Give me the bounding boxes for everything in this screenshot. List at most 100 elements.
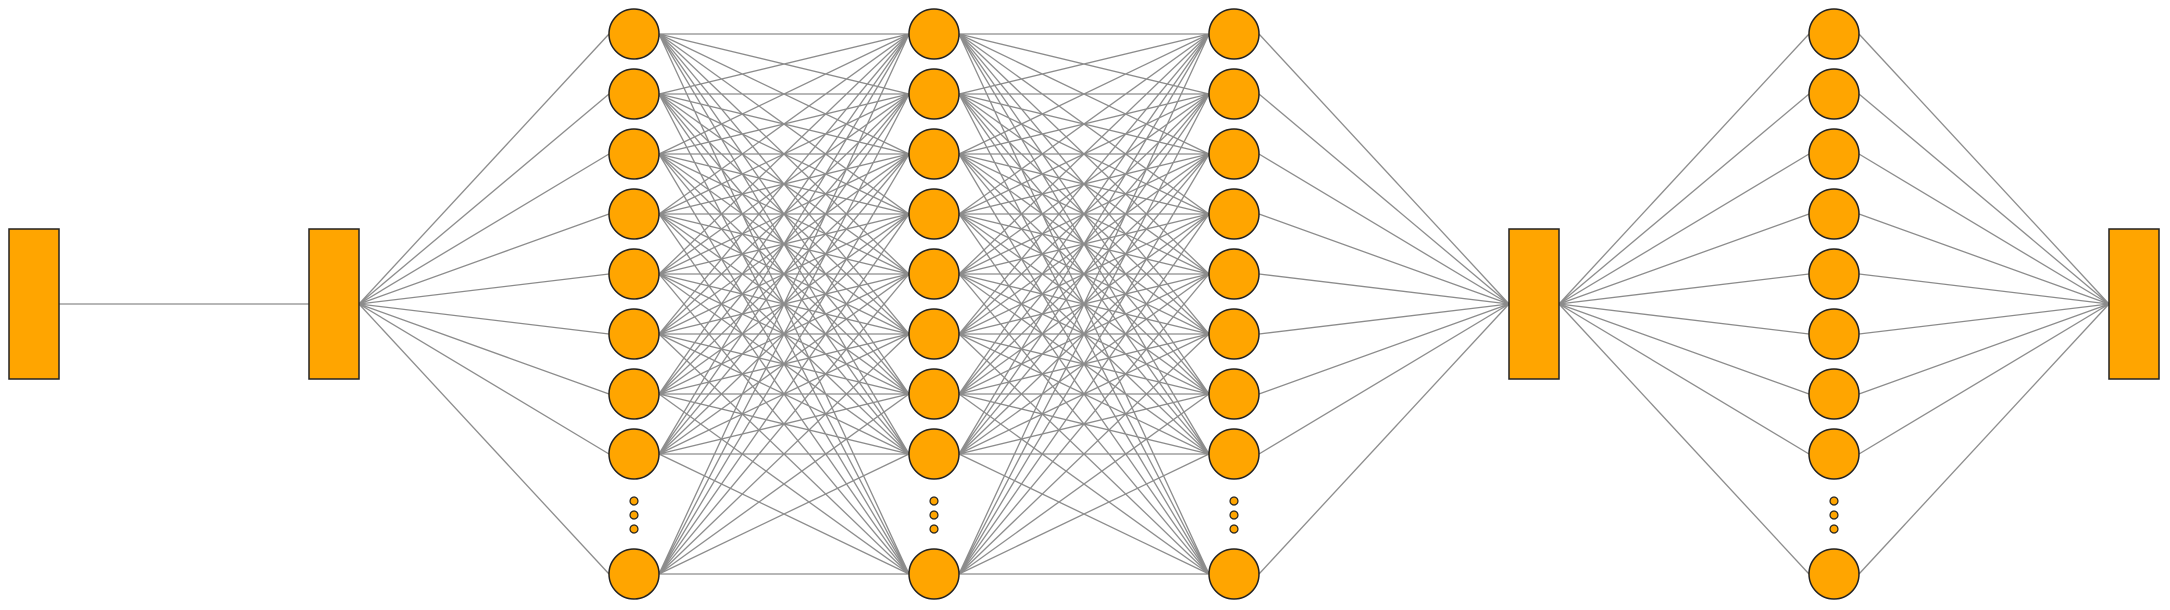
- ellipsis-dots: [629, 496, 639, 534]
- connection-edge: [358, 303, 610, 455]
- neuron: [908, 308, 960, 360]
- connection-edge: [658, 33, 910, 155]
- ellipsis-dots: [1229, 496, 1239, 534]
- neuron: [1808, 188, 1860, 240]
- neuron: [1208, 248, 1260, 300]
- hidden-layer-1: [608, 8, 660, 600]
- ellipsis-dot: [1229, 510, 1239, 520]
- connection-edge: [658, 333, 910, 575]
- bottleneck-block-rect: [1508, 228, 1560, 380]
- connection-edge: [958, 33, 1210, 335]
- connection-edge: [358, 303, 610, 575]
- connection-edge: [1858, 303, 2110, 395]
- ellipsis-dot: [629, 496, 639, 506]
- neuron: [1808, 548, 1860, 600]
- connection-edge: [958, 333, 1210, 575]
- connection-edge: [1558, 273, 1810, 305]
- input-block-rect: [8, 228, 60, 380]
- network-nodes: [8, 8, 2160, 600]
- connection-edge: [358, 273, 610, 305]
- neuron: [908, 8, 960, 60]
- neuron: [1808, 248, 1860, 300]
- neuron: [908, 188, 960, 240]
- connection-edge: [358, 33, 610, 305]
- neuron: [908, 428, 960, 480]
- hidden-layer-3: [1208, 8, 1260, 600]
- connection-edge: [1258, 93, 1510, 305]
- connection-edge: [1858, 213, 2110, 305]
- neuron: [1808, 8, 1860, 60]
- connection-edge: [658, 33, 910, 95]
- ellipsis-dot: [1829, 496, 1839, 506]
- connection-edge: [1258, 303, 1510, 335]
- connection-edge: [1258, 303, 1510, 575]
- connection-edge: [958, 153, 1210, 575]
- ellipsis-dot: [629, 510, 639, 520]
- connection-edge: [1558, 303, 1810, 455]
- connection-edge: [958, 273, 1210, 575]
- connection-edge: [358, 153, 610, 305]
- neuron: [1208, 68, 1260, 120]
- ellipsis-dot: [929, 496, 939, 506]
- connection-edge: [1858, 93, 2110, 305]
- connection-edge: [358, 303, 610, 395]
- connection-edge: [958, 33, 1210, 215]
- connection-edge: [658, 393, 910, 575]
- connection-edge: [658, 273, 910, 575]
- connection-edge: [1558, 33, 1810, 305]
- neuron: [608, 188, 660, 240]
- connection-edge: [658, 153, 910, 575]
- connection-edge: [958, 393, 1210, 575]
- connection-edge: [658, 93, 910, 455]
- connection-edge: [658, 33, 910, 575]
- neuron: [608, 308, 660, 360]
- connection-edge: [1258, 303, 1510, 455]
- connection-edge: [658, 33, 910, 335]
- neuron: [1808, 368, 1860, 420]
- hidden-layer-2: [908, 8, 960, 600]
- bottleneck-block: [1508, 228, 1560, 380]
- connection-edge: [658, 213, 910, 575]
- neuron: [608, 8, 660, 60]
- neuron: [1208, 128, 1260, 180]
- ellipsis-dots: [929, 496, 939, 534]
- neuron: [1208, 308, 1260, 360]
- connection-edge: [958, 33, 1210, 455]
- embedding-block-rect: [308, 228, 360, 380]
- connection-edge: [358, 303, 610, 335]
- connection-edge: [958, 33, 1210, 575]
- ellipsis-dot: [929, 524, 939, 534]
- neuron: [608, 68, 660, 120]
- connection-edge: [1858, 303, 2110, 455]
- neuron: [1808, 128, 1860, 180]
- connection-edge: [658, 33, 910, 215]
- connection-edge: [358, 93, 610, 305]
- connection-edge: [658, 93, 910, 575]
- connection-edge: [1858, 303, 2110, 575]
- embedding-block: [308, 228, 360, 380]
- neuron: [608, 368, 660, 420]
- output-block: [2108, 228, 2160, 380]
- connection-edge: [1558, 303, 1810, 335]
- connection-edge: [1558, 153, 1810, 305]
- connection-edge: [1258, 33, 1510, 305]
- input-block: [8, 228, 60, 380]
- connection-edge: [958, 93, 1210, 575]
- neuron: [1208, 548, 1260, 600]
- connection-edge: [358, 213, 610, 305]
- neuron: [908, 368, 960, 420]
- neuron: [1808, 68, 1860, 120]
- neuron: [1208, 428, 1260, 480]
- connection-edge: [1858, 303, 2110, 335]
- connection-edge: [958, 33, 1210, 275]
- ellipsis-dot: [629, 524, 639, 534]
- connection-edges: [59, 33, 2110, 575]
- connection-edge: [958, 33, 1210, 155]
- connection-edge: [1858, 153, 2110, 305]
- connection-edge: [1858, 273, 2110, 305]
- neuron: [1208, 188, 1260, 240]
- connection-edge: [1258, 303, 1510, 395]
- ellipsis-dots: [1829, 496, 1839, 534]
- neuron: [908, 548, 960, 600]
